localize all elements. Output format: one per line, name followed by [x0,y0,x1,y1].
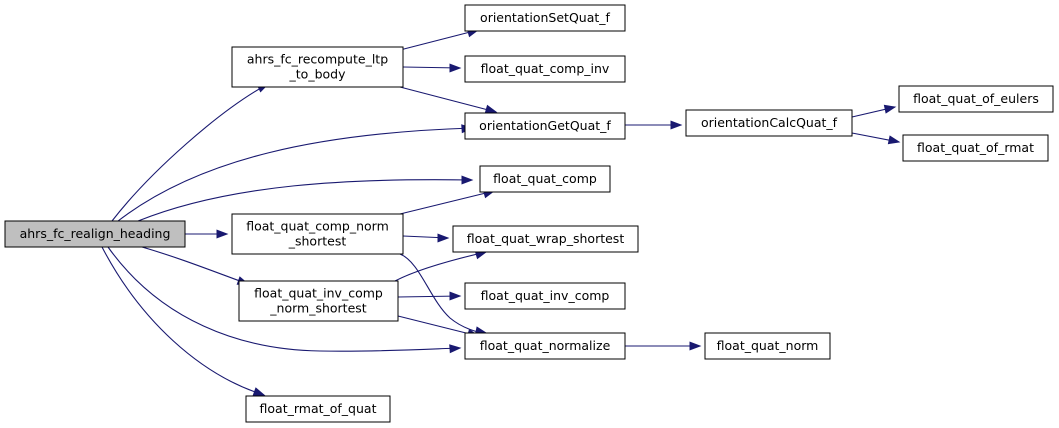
node-realign[interactable]: ahrs_fc_realign_heading [4,220,186,248]
edge-getquat-to-calcquat [625,120,683,130]
node-box[interactable] [231,213,404,255]
node-eulers[interactable]: float_quat_of_eulers [898,85,1054,113]
edge-calcquat-to-ofrmat [851,132,901,145]
node-norm[interactable]: float_quat_norm [704,332,831,360]
node-label: float_quat_of_rmat [917,140,1034,155]
node-box[interactable] [464,112,626,140]
arrowhead-icon [449,291,462,301]
edge-compnorm-to-wrap [402,233,450,243]
node-label: float_quat_normalize [480,338,611,353]
node-calcquat[interactable]: orientationCalcQuat_f [685,109,853,137]
node-box[interactable] [238,280,399,322]
arrowhead-icon [216,229,229,239]
arrowhead-icon [449,344,462,354]
node-ofrmat[interactable]: float_quat_of_rmat [902,134,1049,162]
node-compnorm[interactable]: float_quat_comp_norm_shortest [231,213,404,255]
edge-realign-to-comp [137,175,474,222]
node-box[interactable] [464,4,626,32]
edge-line [117,127,473,222]
edge-realign-to-recompute [111,83,270,222]
node-box[interactable] [704,332,831,360]
edge-recompute-to-getquat [399,86,498,114]
arrowhead-icon [670,120,683,130]
node-label: _shortest [288,234,347,249]
arrowhead-icon [883,104,897,114]
node-box[interactable] [898,85,1054,113]
node-comp[interactable]: float_quat_comp [479,165,611,193]
edge-line [394,251,487,282]
node-box[interactable] [245,395,391,423]
arrowhead-icon [461,175,474,185]
node-box[interactable] [479,165,611,193]
edge-realign-to-compnorm [185,229,229,239]
edge-line [101,246,265,396]
node-box[interactable] [464,55,626,83]
edge-line [141,246,249,285]
node-label: float_quat_norm [717,338,819,353]
arrowhead-icon [484,104,498,114]
node-label: orientationCalcQuat_f [701,115,838,130]
node-box[interactable] [231,46,404,88]
edge-line [399,86,497,113]
edge-line [399,190,495,215]
node-label: _to_body [289,67,347,82]
edge-realign-to-getquat [117,124,474,222]
node-getquat[interactable]: orientationGetQuat_f [464,112,626,140]
node-label: float_quat_comp_norm [246,219,389,234]
node-box[interactable] [452,225,639,253]
arrowhead-icon [887,135,901,145]
node-wrap[interactable]: float_quat_wrap_shortest [452,225,639,253]
edge-realign-to-rmatofquat [101,246,266,396]
node-label: _norm_shortest [269,301,366,316]
edge-invcompnorm-to-invcomp [397,291,462,301]
edge-recompute-to-compinv [402,63,462,73]
node-box[interactable] [685,109,853,137]
edge-compnorm-to-comp [399,189,496,215]
node-label: orientationSetQuat_f [480,10,610,25]
node-label: float_quat_wrap_shortest [467,231,625,246]
node-box[interactable] [464,332,626,360]
node-label: float_quat_of_eulers [913,91,1039,106]
node-box[interactable] [464,282,626,310]
arrowhead-icon [449,63,462,73]
node-box[interactable] [4,220,186,248]
node-recompute[interactable]: ahrs_fc_recompute_ltp_to_body [231,46,404,88]
edge-line [399,29,479,51]
edge-calcquat-to-eulers [851,104,897,118]
node-setquat[interactable]: orientationSetQuat_f [464,4,626,32]
node-label: ahrs_fc_recompute_ltp [247,52,388,67]
edge-invcompnorm-to-wrap [394,250,488,282]
node-label: float_rmat_of_quat [260,401,377,416]
edge-recompute-to-setquat [399,28,480,51]
edge-line [107,246,461,352]
node-invcompnorm[interactable]: float_quat_inv_comp_norm_shortest [238,280,399,322]
arrowhead-icon [437,233,450,243]
node-label: ahrs_fc_realign_heading [20,226,171,241]
arrowhead-icon [252,387,266,396]
node-label: float_quat_comp_inv [481,61,610,76]
node-label: orientationGetQuat_f [479,118,611,133]
node-layer: ahrs_fc_realign_heading ahrs_fc_recompute… [4,4,1054,423]
edge-line [111,83,269,222]
node-invcomp[interactable]: float_quat_inv_comp [464,282,626,310]
edge-line [137,179,473,222]
edge-realign-to-normalize [107,246,462,354]
node-label: float_quat_comp [493,171,597,186]
node-label: float_quat_inv_comp [254,286,383,301]
edge-normalize-to-norm [625,341,702,351]
node-box[interactable] [902,134,1049,162]
node-rmatofquat[interactable]: float_rmat_of_quat [245,395,391,423]
node-normalize[interactable]: float_quat_normalize [464,332,626,360]
node-label: float_quat_inv_comp [481,288,610,303]
node-compinv[interactable]: float_quat_comp_inv [464,55,626,83]
arrowhead-icon [689,341,702,351]
